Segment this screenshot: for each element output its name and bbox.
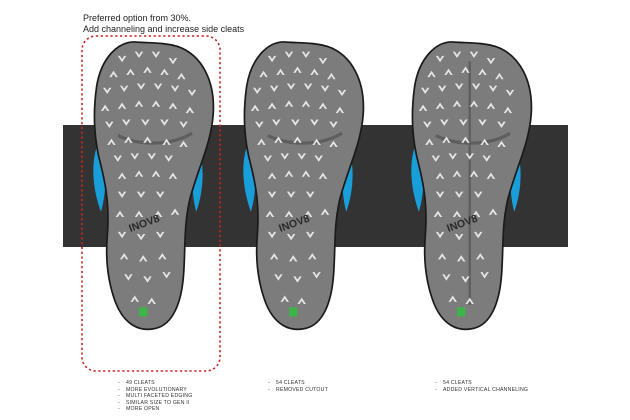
sole-1-heel-logo-icon [139, 307, 148, 317]
sole-1-spec-list: -49 CLEATS -MORE EVOLUTIONARY -MULTI FAC… [118, 380, 192, 413]
sole-1-spec-line: -SIMILAR SIZE TO GEN II [118, 399, 190, 406]
annotation-note: Preferred option from 30%. Add channelin… [83, 13, 244, 35]
sole-2-illustration: INOV8 [243, 41, 365, 331]
annotation-line-1: Preferred option from 30%. [83, 13, 192, 23]
sole-1-flex-groove [117, 131, 193, 145]
sole-1-illustration: INOV8 [93, 41, 215, 331]
sole-1-spec-line: -49 CLEATS [118, 380, 155, 386]
preferred-option-highlight-box [81, 35, 221, 372]
sole-3-spec-list: -54 CLEATS -ADDED VERTICAL CHANNELING [435, 380, 528, 393]
sole-1-spec-line: -MULTI FACETED EDGING [118, 393, 193, 400]
sole-3-heel-logo-icon [457, 307, 466, 317]
annotation-line-2: Add channeling and increase side cleats [83, 24, 245, 34]
sole-2-flex-groove [267, 131, 343, 145]
sole-3-spec-line: -54 CLEATS [435, 380, 472, 386]
sole-3-flex-groove [435, 131, 511, 145]
sole-2-spec-line: -REMOVED CUTOUT [268, 386, 328, 393]
sole-2-spec-list: -54 CLEATS -REMOVED CUTOUT [268, 380, 328, 393]
sole-3-spec-line: -ADDED VERTICAL CHANNELING [435, 386, 529, 393]
sole-1-spec-line: -MORE OPEN [118, 406, 160, 413]
sole-2-heel-logo-icon [289, 307, 298, 317]
sole-2-spec-line: -54 CLEATS [268, 380, 305, 386]
sole-3-illustration: INOV8 [411, 41, 533, 331]
sole-1-spec-line: -MORE EVOLUTIONARY [118, 386, 187, 393]
